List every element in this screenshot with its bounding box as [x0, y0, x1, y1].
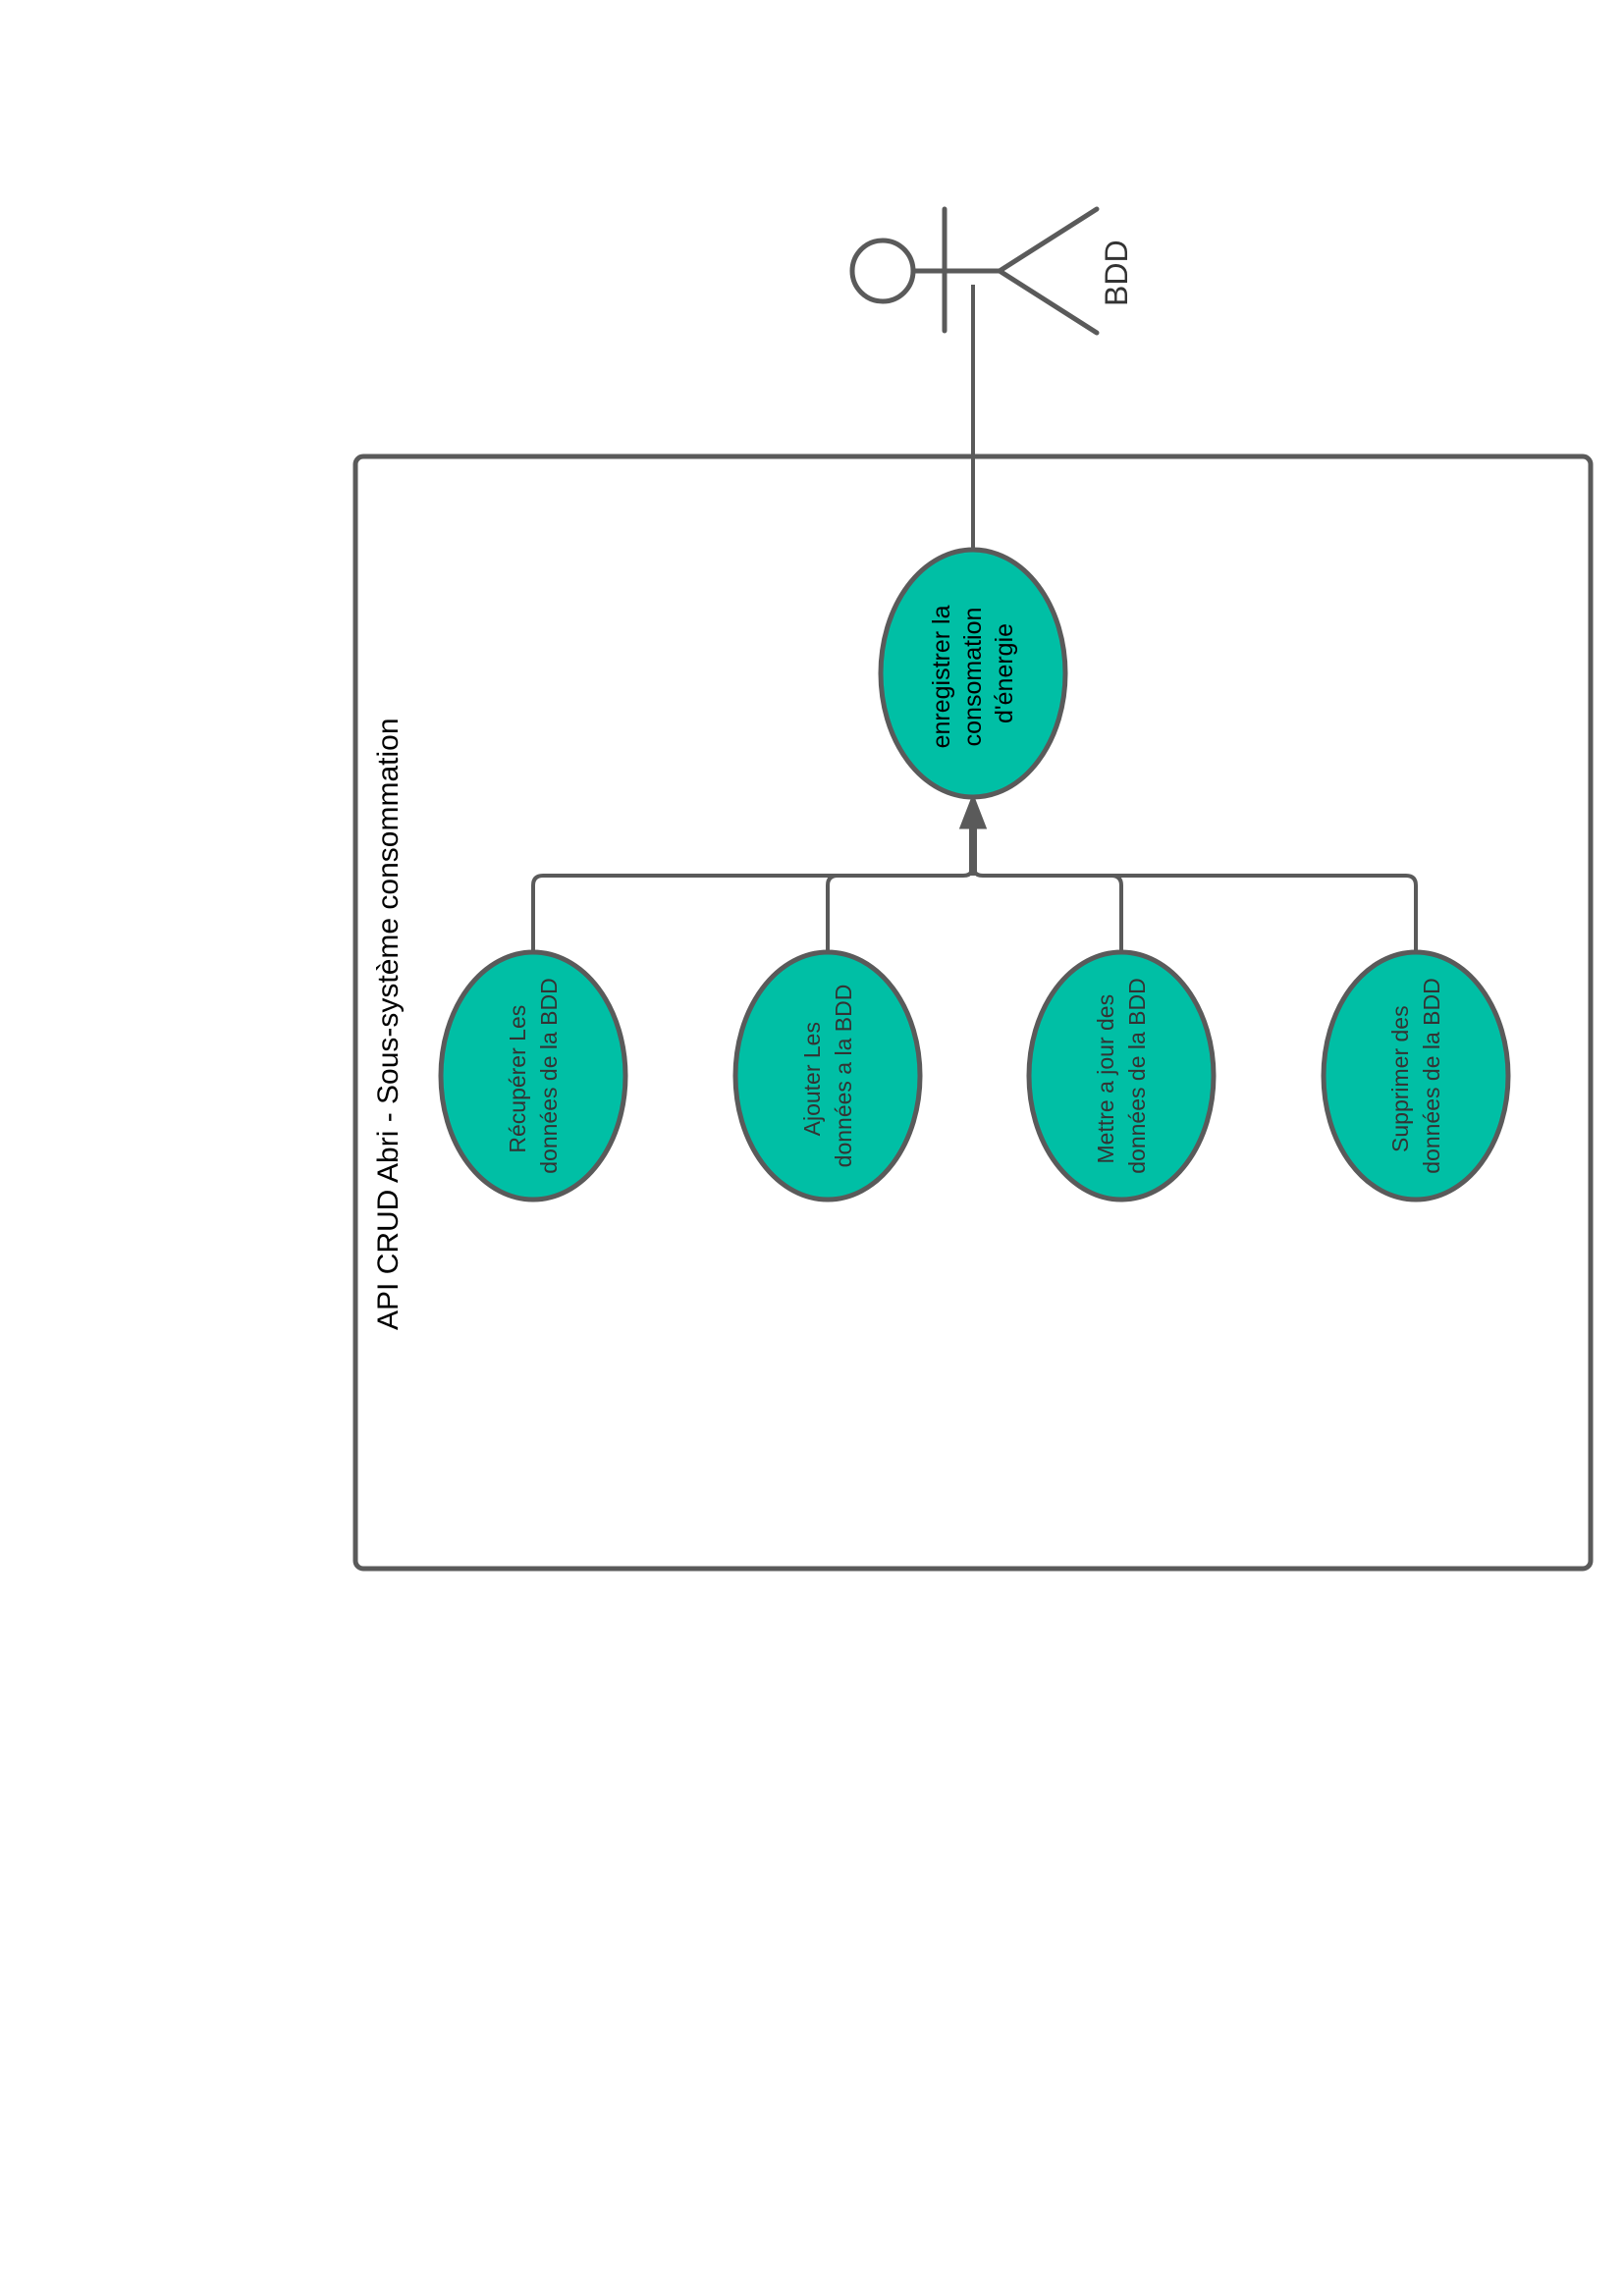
use-case-label: Mettre a jour des données de la BDD: [1093, 978, 1150, 1173]
connector-line: [531, 865, 975, 952]
actor-leg-lower: [997, 268, 1100, 336]
label-line: Ajouter Les: [799, 1022, 825, 1136]
use-case-label: Ajouter Les données a la BDD: [799, 985, 856, 1168]
label-line: données de la BDD: [536, 978, 562, 1173]
use-case-mettre-a-jour: Mettre a jour des données de la BDD: [1026, 949, 1217, 1202]
label-line: données de la BDD: [1419, 978, 1444, 1173]
use-case-ellipse: [878, 547, 1068, 800]
use-case-ellipse: [732, 949, 923, 1202]
actor-leg-upper: [997, 206, 1100, 274]
use-case-label: Supprimer des données de la BDD: [1387, 978, 1444, 1173]
system-title: API CRUD Abri - Sous-système consommatio…: [372, 718, 405, 1330]
use-case-ellipse: [438, 949, 628, 1202]
connector-line: [971, 865, 1418, 952]
use-case-recuperer: Récupérer Les données de la BDD: [438, 949, 628, 1202]
connector-line: [826, 874, 963, 952]
stick-figure-actor-icon: [849, 206, 1100, 336]
use-case-main: enregistrer la consomation d'énergie: [878, 547, 1068, 800]
actor-head: [849, 238, 916, 304]
generalization-connectors: [531, 825, 1418, 952]
label-line: Récupérer Les: [505, 1005, 530, 1153]
label-line: consomation: [959, 608, 987, 747]
actor-label: BDD: [1099, 240, 1134, 306]
use-case-supprimer: Supprimer des données de la BDD: [1321, 949, 1511, 1202]
use-case-ajouter: Ajouter Les données a la BDD: [732, 949, 923, 1202]
generalization-arrowhead: [958, 792, 988, 829]
use-case-ellipse: [1321, 949, 1511, 1202]
use-case-label: enregistrer la consomation d'énergie: [928, 599, 1018, 749]
label-line: enregistrer la: [928, 605, 955, 748]
connector-line: [983, 874, 1123, 952]
label-line: données de la BDD: [1124, 978, 1150, 1173]
label-line: Mettre a jour des: [1093, 994, 1118, 1164]
use-case-label: Récupérer Les données de la BDD: [505, 978, 562, 1173]
label-line: Supprimer des: [1387, 1005, 1413, 1152]
use-case-ellipse: [1026, 949, 1217, 1202]
label-line: données a la BDD: [831, 985, 856, 1168]
label-line: d'énergie: [991, 623, 1018, 723]
